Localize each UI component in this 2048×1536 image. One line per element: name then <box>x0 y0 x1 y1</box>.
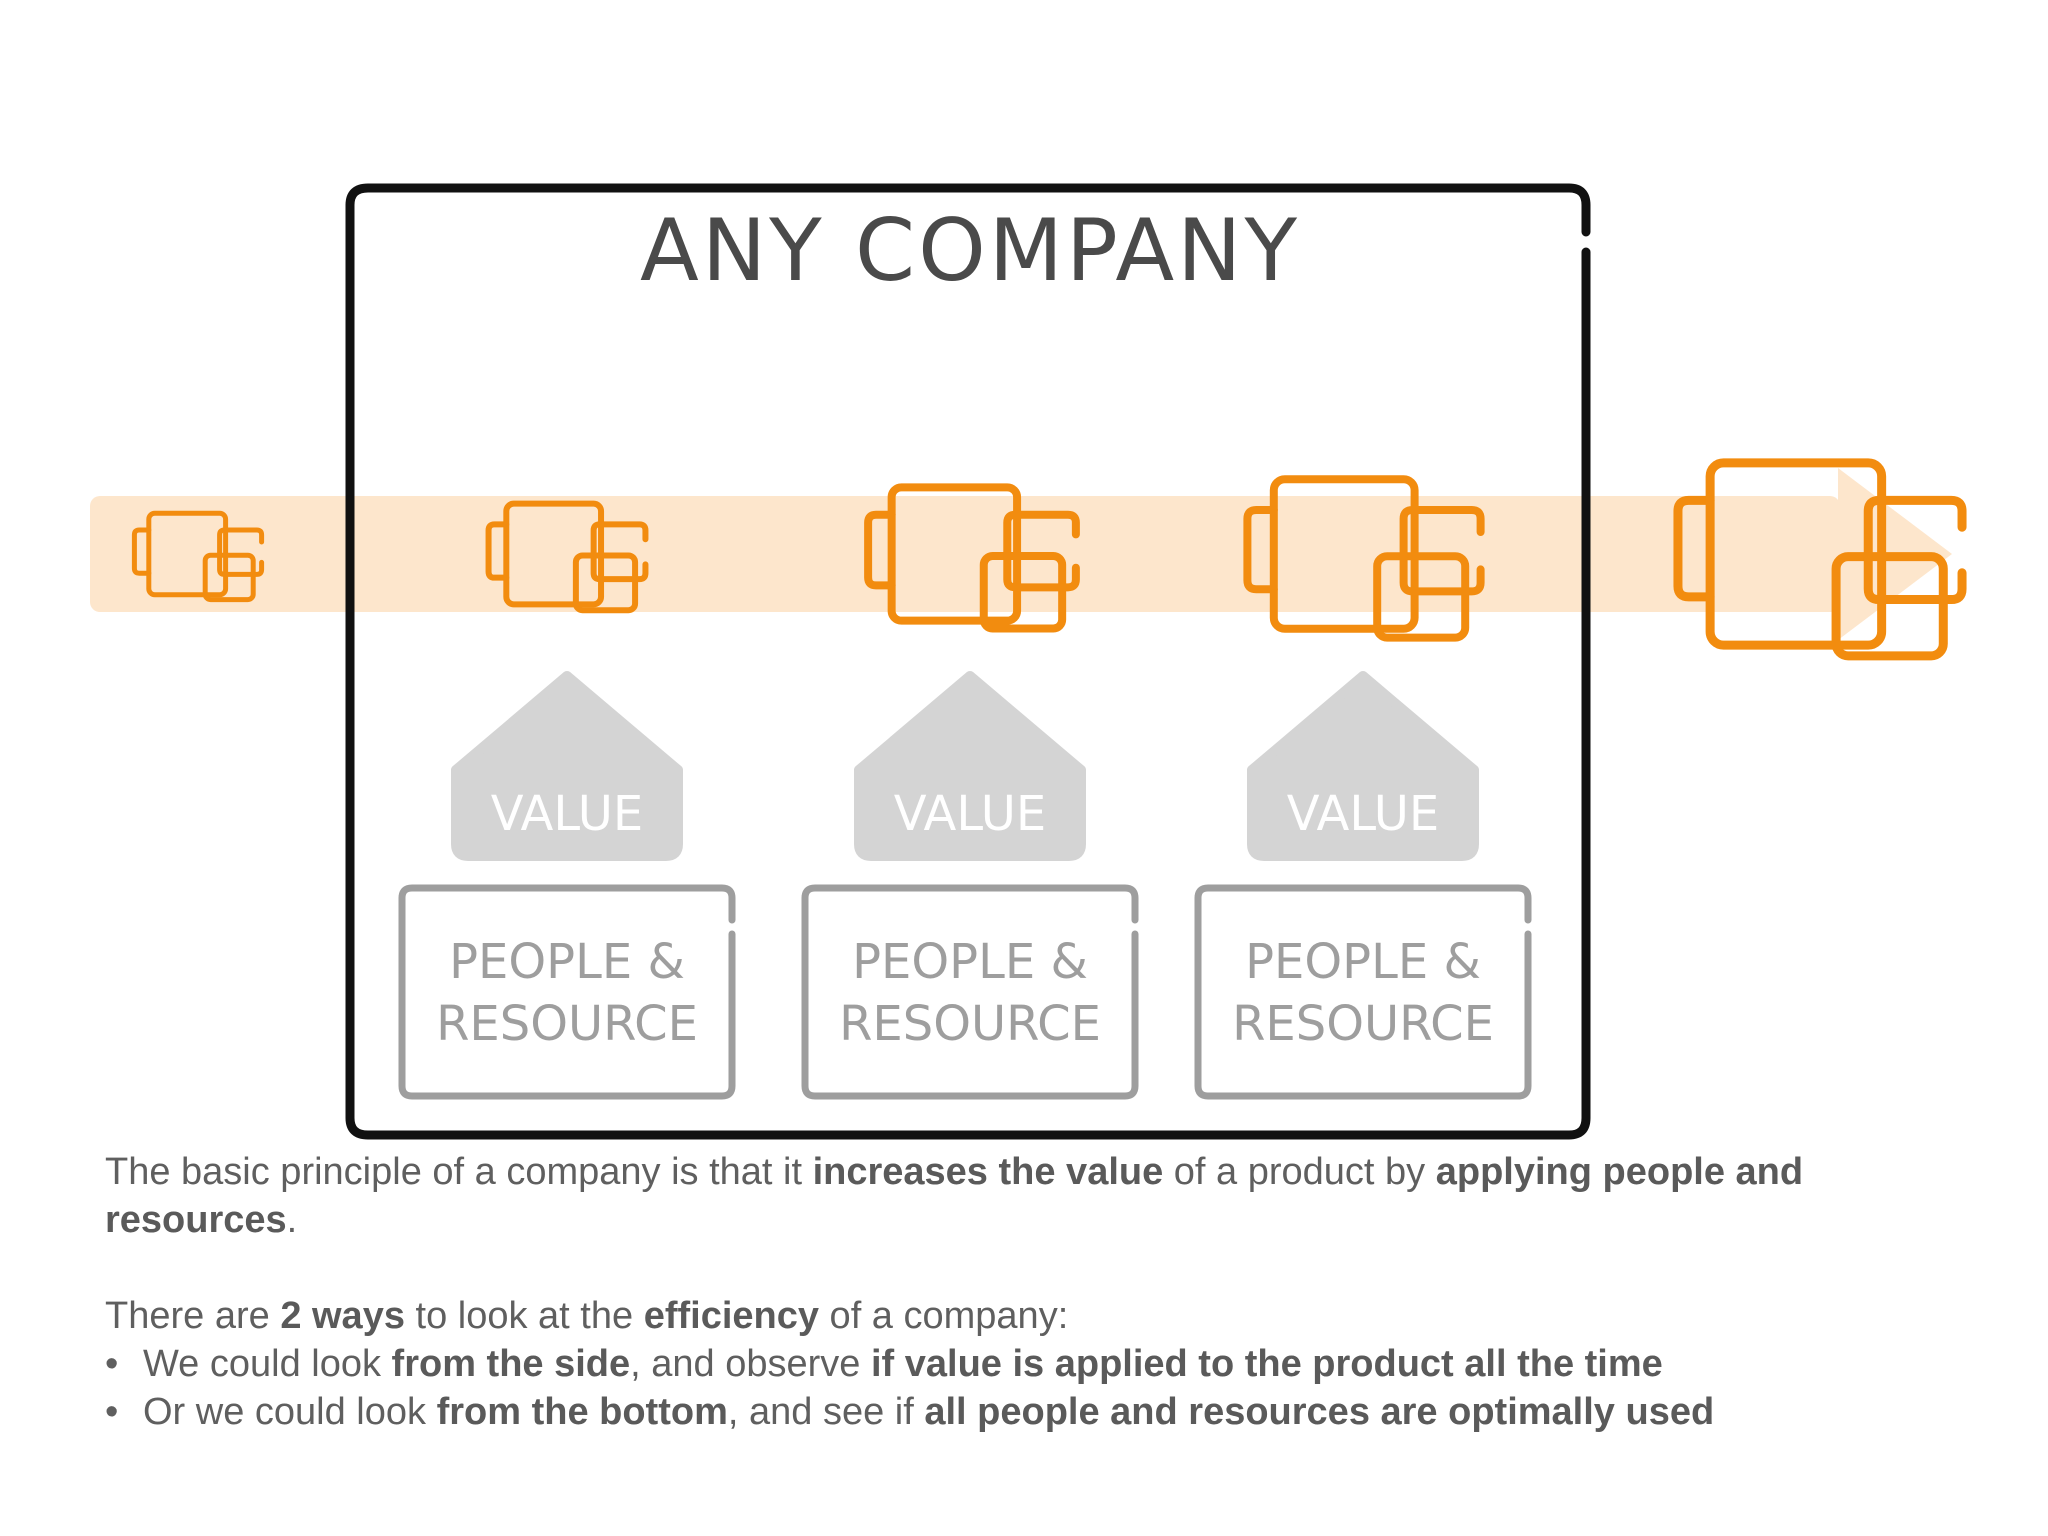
people-resource-label-line1: PEOPLE & <box>852 934 1088 990</box>
caption-bold-text: 2 ways <box>280 1295 405 1337</box>
people-resource-label-line2: RESOURCE <box>436 996 698 1052</box>
caption-text: There are <box>105 1295 281 1337</box>
product-icon <box>1673 458 1967 661</box>
caption-bold-text: from the side <box>391 1343 631 1385</box>
value-label: VALUE <box>491 786 643 842</box>
people-resource-label-line1: PEOPLE & <box>1245 934 1481 990</box>
product-icon <box>1243 475 1485 642</box>
bullet-icon: • <box>105 1391 119 1433</box>
people-resource-label-line2: RESOURCE <box>839 996 1101 1052</box>
caption-principle: The basic principle of a company is that… <box>105 1148 1965 1244</box>
caption-bold-text: if value is applied to the product all t… <box>870 1343 1663 1385</box>
product-icon <box>131 510 265 603</box>
company-frame <box>345 183 1591 1140</box>
caption-efficiency-intro: There are 2 ways to look at the efficien… <box>105 1292 1965 1340</box>
bullet-icon: • <box>105 1343 119 1385</box>
caption-text: The basic principle of a company is that… <box>105 1151 813 1193</box>
caption-text: of a company: <box>819 1295 1069 1337</box>
caption-bold-text: from the bottom <box>436 1391 728 1433</box>
people-resource-box <box>1194 884 1532 1100</box>
value-house <box>1247 671 1479 861</box>
people-resource-label-line2: RESOURCE <box>1232 996 1494 1052</box>
caption-text: of a product by <box>1163 1151 1436 1193</box>
people-resource-box <box>398 884 736 1100</box>
caption-bullet-list: • We could look from the side, and observ… <box>105 1340 1965 1436</box>
people-resource-label-line1: PEOPLE & <box>449 934 685 990</box>
caption-text: , and see if <box>727 1391 925 1433</box>
product-icon <box>485 500 649 614</box>
caption-text: Or we could look <box>143 1391 437 1433</box>
value-label: VALUE <box>894 786 1046 842</box>
product-icon <box>864 483 1080 633</box>
caption-text: , and observe <box>630 1343 871 1385</box>
caption-bullet-item: • Or we could look from the bottom, and s… <box>105 1388 1965 1436</box>
value-label: VALUE <box>1287 786 1439 842</box>
value-stations: VALUE PEOPLE & RESOURCE VALUE PEOPLE & RESOUR… <box>398 671 1532 1100</box>
caption-text: . <box>286 1199 298 1241</box>
product-icons <box>131 458 1967 661</box>
people-resource-box <box>801 884 1139 1100</box>
caption-bold-text: efficiency <box>643 1295 819 1337</box>
caption-bold-text: applying people and resources <box>105 1151 1804 1241</box>
value-house <box>854 671 1086 861</box>
caption: The basic principle of a company is that… <box>105 1148 1965 1436</box>
company-title: ANY COMPANY <box>640 201 1300 301</box>
caption-text: We could look <box>143 1343 392 1385</box>
caption-bold-text: increases the value <box>812 1151 1164 1193</box>
caption-bold-text: all people and resources are optimally u… <box>924 1391 1715 1433</box>
caption-text: to look at the <box>404 1295 644 1337</box>
caption-bullet-item: • We could look from the side, and observ… <box>105 1340 1965 1388</box>
value-house <box>451 671 683 861</box>
